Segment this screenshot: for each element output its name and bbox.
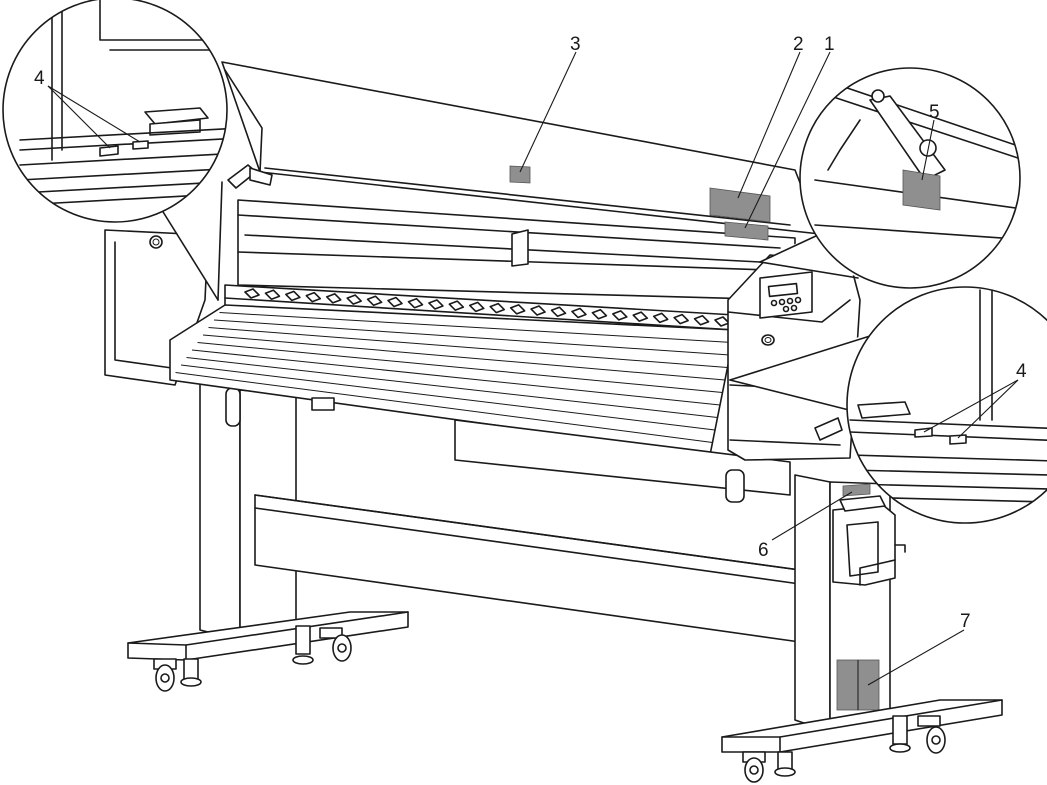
callout-1: 1 [824, 34, 835, 55]
label-1 [724, 221, 769, 241]
guide-rib [180, 364, 716, 431]
pinch-roller [591, 308, 608, 320]
pinch-roller [325, 293, 342, 304]
caster-left-front [153, 658, 202, 692]
label-5 [902, 169, 941, 211]
control-panel [759, 271, 813, 319]
callout-3: 3 [570, 34, 581, 55]
guide-rib [213, 319, 731, 356]
pinch-roller [428, 299, 444, 310]
magnifier-right-lower-detail [729, 286, 1047, 524]
pinch-roller [612, 310, 628, 321]
pinch-roller [346, 294, 362, 305]
pinch-roller [489, 302, 506, 314]
pinch-roller [285, 290, 301, 302]
pinch-roller [550, 306, 567, 318]
guide-rib [219, 312, 733, 343]
waste-ink-bottle [832, 495, 906, 586]
pinch-roller [264, 289, 281, 301]
pinch-roller [673, 313, 689, 325]
caster-right-rear [889, 715, 946, 754]
guide-rib [208, 327, 728, 368]
callout-4-right: 4 [1016, 361, 1027, 382]
pinch-roller [366, 295, 383, 307]
pinch-roller [244, 288, 260, 299]
pinch-roller [305, 291, 322, 303]
guide-rib [175, 372, 713, 443]
pinch-roller [632, 311, 649, 322]
magnifier-right-upper-detail [759, 67, 1021, 289]
label-2 [709, 187, 771, 223]
media-guide-ribs [175, 312, 733, 443]
pinch-roller [571, 307, 587, 319]
callout-4-left: 4 [34, 68, 45, 89]
guide-rib [191, 349, 721, 406]
guide-rib [197, 342, 723, 393]
caster-right-front [742, 751, 796, 783]
caster-left-rear [292, 625, 352, 665]
guide-rib [186, 357, 718, 418]
pinch-rollers [244, 288, 730, 327]
callout-numbers: 1 2 3 4 4 5 6 7 [34, 34, 1027, 632]
pinch-roller [448, 300, 465, 311]
pinch-roller [407, 297, 424, 309]
pinch-roller [693, 314, 710, 326]
pinch-roller [509, 304, 526, 315]
pinch-roller [530, 305, 546, 316]
label-6 [842, 483, 871, 497]
label-3 [509, 165, 531, 184]
pinch-roller [652, 312, 669, 324]
printer-body [104, 61, 861, 503]
callout-leaders [47, 51, 1019, 686]
callout-2: 2 [793, 34, 804, 55]
callout-6: 6 [758, 540, 769, 561]
guide-rib [202, 334, 726, 381]
pinch-roller [468, 301, 485, 313]
pinch-roller [387, 296, 403, 308]
callout-5: 5 [929, 102, 940, 123]
callout-7: 7 [960, 611, 971, 632]
